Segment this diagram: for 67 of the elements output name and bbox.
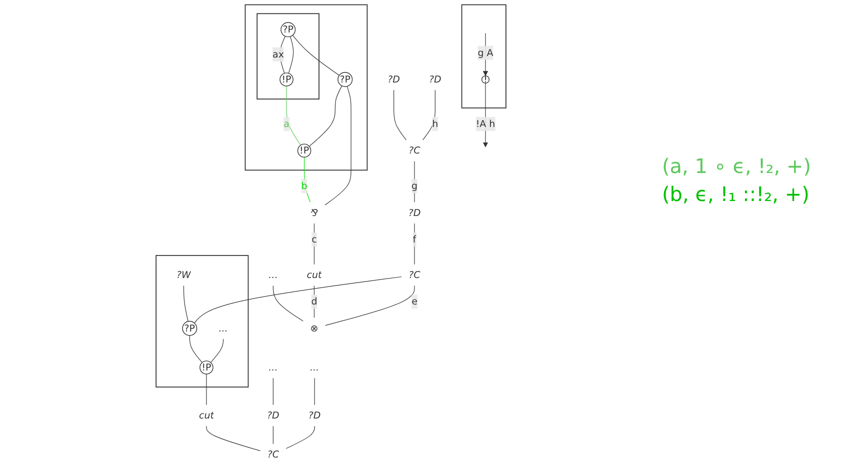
node-text: ?D bbox=[308, 410, 321, 421]
connector bbox=[314, 378, 315, 406]
node-text: ?D bbox=[408, 206, 421, 218]
node-circle: ?P bbox=[182, 320, 198, 336]
connector bbox=[325, 285, 415, 326]
connector bbox=[206, 426, 261, 452]
node-text: ⊗ bbox=[310, 322, 318, 334]
edge-label: g bbox=[411, 180, 418, 192]
connector bbox=[292, 34, 340, 76]
connector bbox=[210, 338, 224, 363]
node-text: ?D bbox=[429, 74, 442, 85]
node-circle: ?P bbox=[280, 22, 296, 38]
edge-label: b bbox=[301, 180, 308, 192]
connector bbox=[304, 156, 311, 202]
cluster bbox=[461, 4, 506, 108]
node-text: ?D bbox=[267, 410, 280, 421]
node-text: ... bbox=[218, 322, 228, 334]
annotation-text: (a, 1 ∘ ϵ, !₂, +) bbox=[662, 154, 812, 178]
node-text: ... bbox=[268, 269, 278, 280]
connector bbox=[314, 285, 315, 318]
edge-label: a bbox=[284, 118, 290, 130]
edge-label: f bbox=[412, 234, 416, 245]
node-text: ?C bbox=[408, 144, 420, 156]
edge-label: h bbox=[432, 118, 438, 130]
node-text: ⅋ bbox=[310, 206, 318, 218]
node-circle: ?P bbox=[338, 72, 353, 87]
connector bbox=[272, 426, 274, 444]
connector bbox=[394, 90, 406, 140]
node-text: ... bbox=[310, 362, 320, 373]
edge-label: c bbox=[312, 234, 317, 245]
node-text: ?C bbox=[408, 269, 420, 280]
cluster bbox=[256, 13, 320, 100]
node-text: ?W bbox=[176, 269, 191, 280]
node-text: ?C bbox=[267, 448, 280, 460]
connector bbox=[422, 90, 436, 140]
cluster bbox=[244, 4, 368, 171]
connector bbox=[189, 335, 202, 363]
node-circle: !P bbox=[297, 144, 312, 158]
node-text: ?D bbox=[388, 74, 400, 85]
connector bbox=[314, 223, 315, 265]
arrow bbox=[482, 32, 488, 76]
connector bbox=[272, 378, 274, 406]
node-circle: !P bbox=[200, 360, 214, 374]
cluster bbox=[156, 255, 249, 388]
connector bbox=[288, 36, 294, 74]
edge-label: g A bbox=[478, 46, 494, 58]
node-text: ... bbox=[268, 362, 278, 373]
connector bbox=[308, 86, 342, 147]
edge-label: ax bbox=[272, 48, 284, 60]
edge-label: d bbox=[311, 296, 318, 308]
connector bbox=[280, 36, 286, 74]
connector bbox=[206, 374, 207, 406]
edge-label: e bbox=[412, 296, 418, 308]
connector bbox=[414, 160, 415, 202]
node-text: cut bbox=[198, 410, 214, 421]
node-circle: ! bbox=[481, 75, 490, 84]
connector bbox=[286, 426, 315, 449]
connector bbox=[183, 285, 188, 322]
node-text: cut bbox=[306, 269, 322, 280]
annotation-text: (b, ϵ, !₁ ::!₂, +) bbox=[662, 182, 810, 206]
connector bbox=[272, 285, 304, 322]
connector bbox=[194, 276, 402, 324]
arrow bbox=[482, 82, 488, 148]
connector bbox=[324, 86, 352, 206]
node-circle: !P bbox=[280, 72, 294, 86]
connector bbox=[286, 86, 301, 146]
edge-label: !A h bbox=[476, 118, 496, 130]
